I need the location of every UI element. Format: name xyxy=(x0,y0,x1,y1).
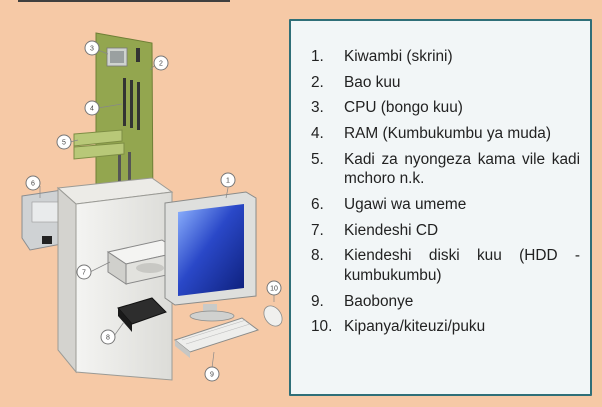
svg-text:1: 1 xyxy=(226,178,230,185)
callout-10: 10 xyxy=(266,280,282,296)
legend-item: 9.Baobonye xyxy=(311,292,414,310)
svg-text:6: 6 xyxy=(31,181,35,188)
callout-3: 3 xyxy=(84,40,100,56)
top-rule xyxy=(18,0,230,2)
legend-item: 1.Kiwambi (skrini) xyxy=(311,48,453,65)
legend-item: 10.Kipanya/kiteuzi/puku xyxy=(311,318,486,336)
monitor-part xyxy=(164,191,257,322)
keyboard-part xyxy=(173,317,260,358)
svg-text:10: 10 xyxy=(270,286,278,293)
svg-text:8: 8 xyxy=(106,335,110,342)
legend-item: 6.Ugawi wa umeme xyxy=(311,195,467,213)
svg-text:2: 2 xyxy=(159,61,163,68)
mouse-part xyxy=(263,305,283,327)
computer-case-part xyxy=(56,177,174,381)
legend-item: 4.RAM (Kumbukumbu ya muda) xyxy=(311,125,551,143)
legend-item: 8.Kiendeshi diski kuu (HDD - kumbukumbu) xyxy=(311,247,580,284)
callout-2: 2 xyxy=(153,55,169,71)
callout-9: 9 xyxy=(204,366,220,382)
motherboard-part xyxy=(95,32,154,213)
svg-text:5: 5 xyxy=(62,140,66,147)
callout-6: 6 xyxy=(25,175,41,191)
legend-item: 2.Bao kuu xyxy=(311,73,401,91)
svg-text:9: 9 xyxy=(210,372,214,379)
callout-5: 5 xyxy=(56,134,72,150)
svg-text:3: 3 xyxy=(90,46,94,53)
hard-disk-part xyxy=(117,297,167,332)
legend-item: 3.CPU (bongo kuu) xyxy=(311,99,463,117)
callout-8: 8 xyxy=(100,329,116,345)
svg-text:4: 4 xyxy=(90,106,94,113)
legend-panel: 1.Kiwambi (skrini) 2.Bao kuu 3.CPU (bong… xyxy=(289,19,592,396)
legend-list: 1.Kiwambi (skrini) 2.Bao kuu 3.CPU (bong… xyxy=(291,21,590,337)
legend-item: 7.Kiendeshi CD xyxy=(311,221,439,239)
expansion-cards-part xyxy=(73,129,125,160)
legend-item: 5.Kadi za nyongeza kama vile kadi mchoro… xyxy=(311,150,580,188)
callout-1: 1 xyxy=(220,172,236,188)
callout-7: 7 xyxy=(76,264,92,280)
svg-text:7: 7 xyxy=(82,270,86,277)
callout-4: 4 xyxy=(84,100,100,116)
computer-parts-illustration: 1 2 3 4 5 6 7 8 9 10 xyxy=(21,32,283,382)
